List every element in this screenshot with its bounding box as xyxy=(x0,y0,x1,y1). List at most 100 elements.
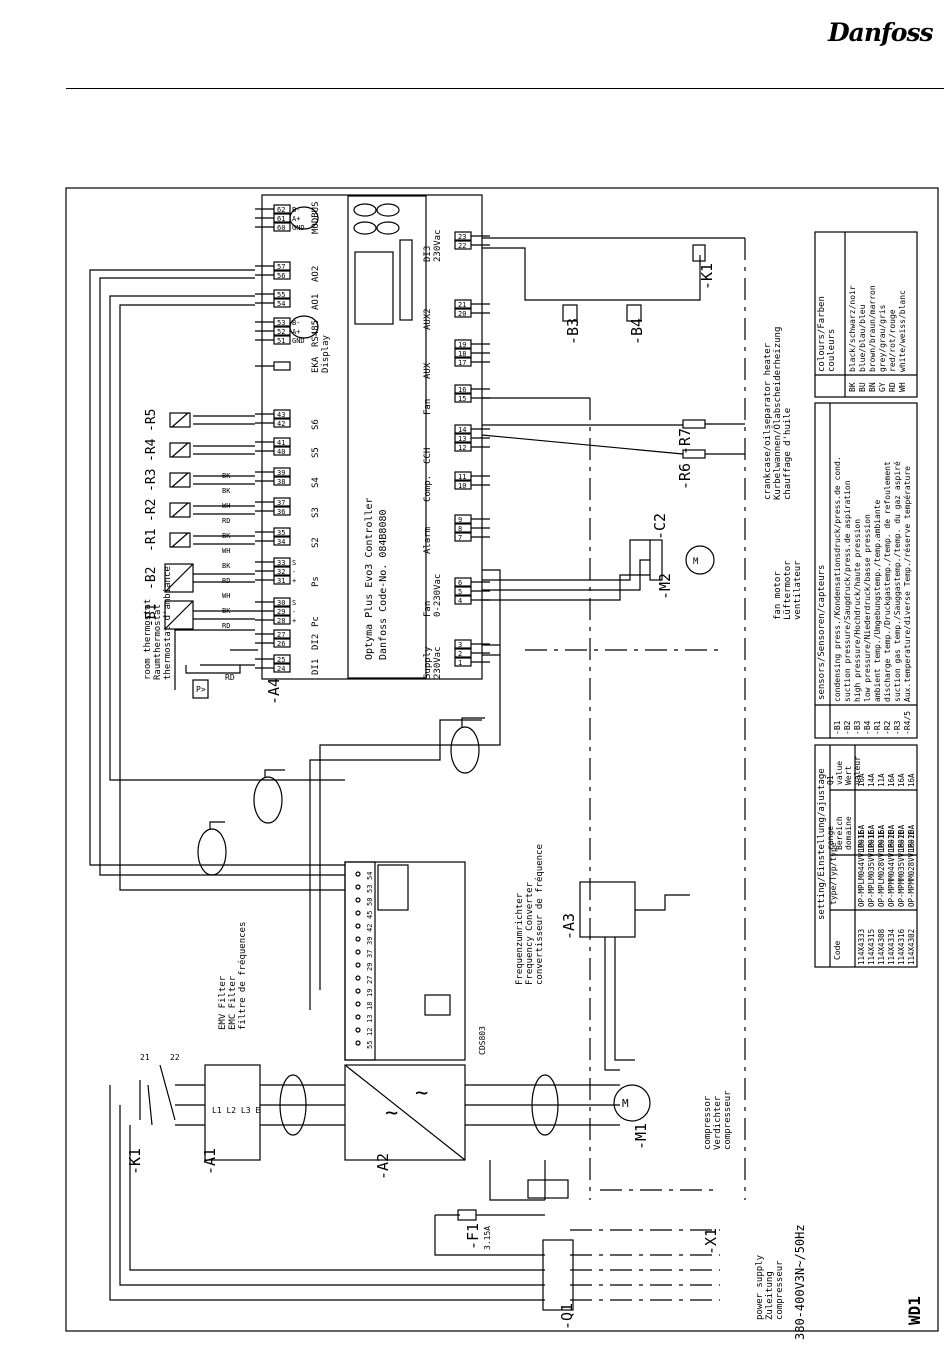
setting-cell: 114X4308 xyxy=(877,928,886,965)
setting-cell: 114X4333 xyxy=(857,929,866,965)
wire-color-label: WH xyxy=(222,547,230,555)
transducer-diagonal xyxy=(164,600,194,630)
terminal-number: 26 xyxy=(277,640,285,648)
svg-text:~: ~ xyxy=(415,1081,428,1106)
setting-cell: 11A xyxy=(877,773,886,787)
sensor-description: Aux.temperature/diverse Temp./réserve te… xyxy=(902,466,912,702)
modbus-twist xyxy=(289,206,319,230)
terminal-signal: - xyxy=(292,568,296,576)
terminal-number: 42 xyxy=(277,420,285,428)
terminal-group-label: AO2 xyxy=(311,266,321,282)
terminal-number: 12 xyxy=(458,444,466,452)
terminal-group-label: Fan xyxy=(423,399,433,415)
wire-color-label: BK xyxy=(222,532,231,540)
terminal-number: 2 xyxy=(458,650,462,658)
temperature-sensor xyxy=(169,412,191,428)
fc-terminal-number: 18 xyxy=(366,1002,374,1010)
terminal-group-label: S2 xyxy=(311,537,321,548)
terminal-number: 13 xyxy=(458,435,466,443)
terminal-group-label: S3 xyxy=(311,507,321,518)
svg-text:~: ~ xyxy=(385,1101,398,1126)
fuse-f1: -F1 xyxy=(464,1223,482,1250)
sensor-code: -B2 xyxy=(843,720,852,735)
terminal-signal: + xyxy=(292,617,296,625)
terminal-number: 60 xyxy=(277,224,285,232)
terminal-signal: A+ xyxy=(292,328,300,336)
svg-text:-A3: -A3 xyxy=(560,913,578,940)
terminal-number: 27 xyxy=(277,631,285,639)
wire-color-label: WH xyxy=(222,502,230,510)
terminal-number: 29 xyxy=(277,608,285,616)
sensor-table-title: sensors/Sensoren/capteurs xyxy=(817,565,827,700)
terminal-signal: - xyxy=(292,608,296,616)
terminal-group-label: S6 xyxy=(311,419,321,430)
terminal-group-label: EKA xyxy=(311,356,321,373)
colour-code: WH xyxy=(898,382,907,392)
svg-text:-M2: -M2 xyxy=(656,573,674,600)
svg-text:21: 21 xyxy=(140,1053,150,1062)
pressure-transducer xyxy=(164,563,194,593)
rs485-twist xyxy=(289,315,319,339)
svg-text:-K1: -K1 xyxy=(126,1148,144,1175)
fc-terminal-number: 53 xyxy=(366,885,374,893)
terminal-number: 3 xyxy=(458,641,462,649)
terminal-number: 14 xyxy=(458,426,466,434)
svg-text:crankcase/oilseparator heater: crankcase/oilseparator heater xyxy=(763,342,773,500)
svg-text:M: M xyxy=(622,1097,629,1110)
colour-code: BN xyxy=(868,382,877,392)
svg-text:RD: RD xyxy=(225,673,235,682)
controller-box: Optyma Plus Evo3 Controller Danfoss Code… xyxy=(261,194,483,705)
terminal-group-label: S4 xyxy=(311,477,321,488)
terminal-group-label: S5 xyxy=(311,447,321,458)
wire-color-label: BK xyxy=(222,487,231,495)
svg-text:EMV Filter: EMV Filter xyxy=(218,975,228,1030)
sensor-description: high pressure/Hochdruck/haute pression xyxy=(853,519,862,702)
sensor-description: suction gas temp./Sauggastemp./temp. du … xyxy=(892,461,902,702)
terminal-number: 28 xyxy=(277,617,285,625)
sensor-group: -R5-R4-R3-R2-R1-B2-B1BKBKWHRDBKWHBKRDWHB… xyxy=(144,409,255,630)
terminal-number: 1 xyxy=(458,659,462,667)
fc-terminal xyxy=(355,1027,361,1033)
terminal-group-label: Ps xyxy=(311,576,321,587)
supply-voltage: 380-400V3N~/50Hz xyxy=(793,1224,807,1340)
setting-cell: OP-MPLM028VVLP01E xyxy=(877,830,886,907)
fc-terminal-number: 13 xyxy=(366,1015,374,1023)
svg-text:ventilateur: ventilateur xyxy=(793,560,803,620)
svg-text:-A1: -A1 xyxy=(201,1148,219,1175)
terminal-number: 23 xyxy=(458,233,466,241)
svg-text:room thermostat: room thermostat xyxy=(143,599,153,680)
controller-code: Danfoss Code-No. 084B8080 xyxy=(378,509,389,660)
fc-terminal xyxy=(355,962,361,968)
svg-text:Frequency Converter: Frequency Converter xyxy=(525,881,535,985)
fc-terminal-number: 29 xyxy=(366,963,374,971)
terminal-group-label: Supply xyxy=(423,646,433,679)
fc-terminal xyxy=(355,936,361,942)
breaker-q1: -Q1 xyxy=(542,1239,576,1330)
terminal-number: 53 xyxy=(277,319,285,327)
signal-wiring xyxy=(89,269,501,1010)
fc-terminal xyxy=(355,1014,361,1020)
setting-cell: 114X4315 xyxy=(867,929,876,965)
sensor-description: condensing press./Kondensationsdruck/pre… xyxy=(833,456,842,702)
fc-terminal-number: 27 xyxy=(366,976,374,984)
terminal-number: 8 xyxy=(458,525,462,533)
compressor-m1: M -M1 compressor Verdichter compresseur xyxy=(613,1084,733,1150)
fc-terminal-number: 50 xyxy=(366,898,374,906)
power-supply-label-1: Zuleitung xyxy=(765,1271,775,1320)
svg-text:convertisseur de fréquence: convertisseur de fréquence xyxy=(534,844,545,985)
sensor-description: suction pressure/Saugdruck/press.de aspi… xyxy=(843,480,852,702)
fc-terminal-number: 55 xyxy=(366,1041,374,1049)
svg-text:fan motor: fan motor xyxy=(773,571,783,620)
colour-code: RD xyxy=(888,382,897,392)
colour-name: white/weiss/blanc xyxy=(898,290,907,372)
terminal-group-label: 230Vac xyxy=(433,646,443,679)
setting-cell: 16-20A xyxy=(887,824,896,852)
setting-cell: OP-MPMM028VVLP01E xyxy=(907,830,916,907)
pressure-switches: -B3 -B4 -K1 xyxy=(482,237,746,1200)
terminal-group-label: CCH xyxy=(423,448,433,464)
fc-terminal-number: 37 xyxy=(366,950,374,958)
wire-color-label: BK xyxy=(222,607,231,615)
setting-cell: 10-16A xyxy=(867,824,876,852)
setting-cell: 114X4334 xyxy=(887,928,896,965)
